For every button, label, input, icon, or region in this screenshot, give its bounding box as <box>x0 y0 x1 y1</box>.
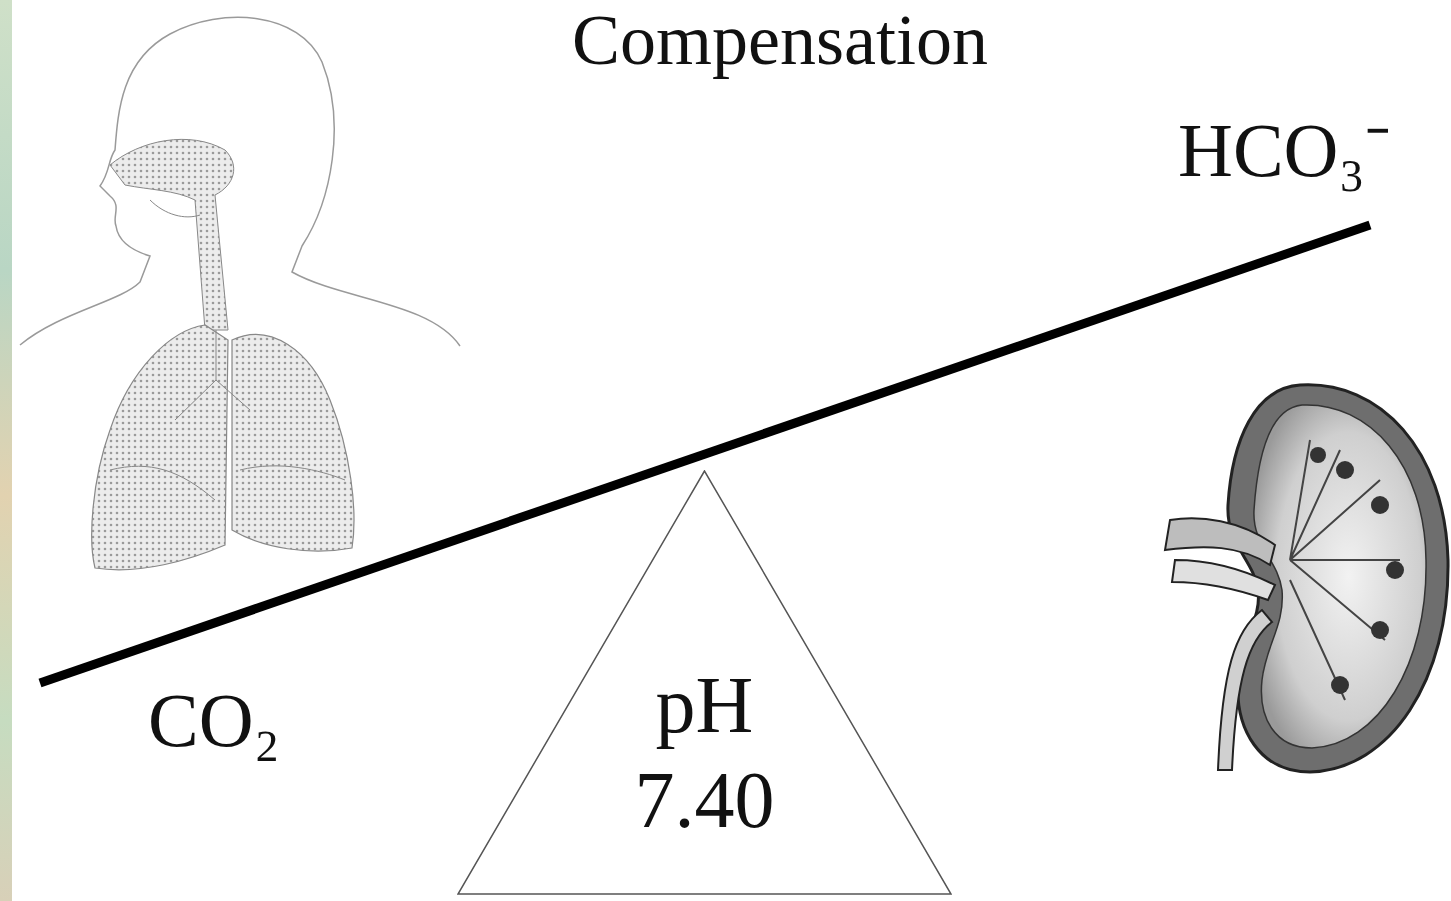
right-lung <box>232 335 354 552</box>
airway <box>110 139 234 330</box>
kidney-cortex <box>1254 405 1426 748</box>
edge-strip <box>0 0 12 901</box>
left-lung <box>92 325 228 570</box>
renal-artery <box>1172 560 1275 600</box>
renal-vein <box>1165 518 1275 565</box>
person-outline <box>20 17 460 346</box>
fulcrum-triangle: pH7.40 <box>457 470 952 895</box>
carbon-dioxide-label: CO₂ <box>148 682 280 758</box>
node-value: 7.40 <box>635 753 775 848</box>
diagram-title: Compensation <box>572 4 988 76</box>
node-heading: pH <box>656 658 754 753</box>
bronchi <box>110 330 345 500</box>
ureter <box>1218 610 1272 770</box>
bicarbonate-label: HCO₃⁻ <box>1178 112 1391 188</box>
